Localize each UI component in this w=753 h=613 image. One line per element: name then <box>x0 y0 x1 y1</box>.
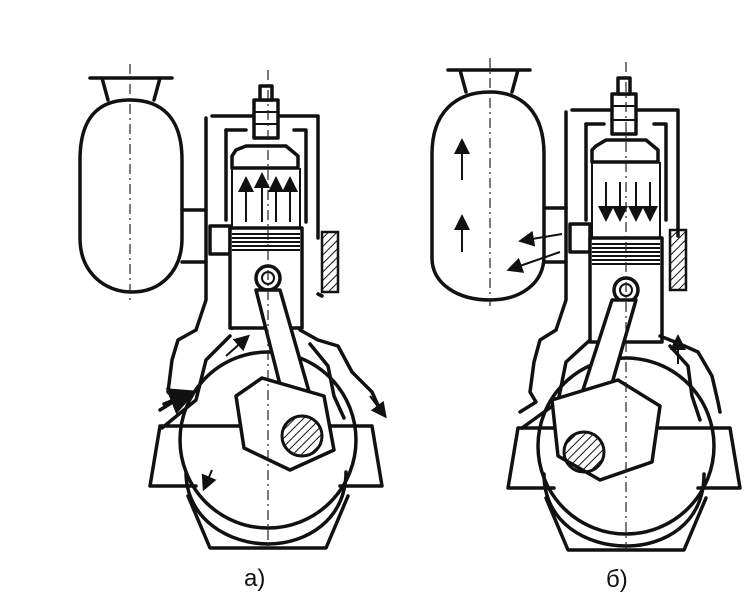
cylinder-block-a <box>194 84 340 332</box>
crankcase-a <box>148 70 387 550</box>
hatched-port-b <box>668 228 688 292</box>
tank-arrows-b <box>454 138 563 273</box>
crank-journal-b <box>562 430 606 474</box>
cylinder-block-b <box>554 76 688 332</box>
receiver-tank-b <box>430 58 568 306</box>
caption-a: a) <box>244 565 266 592</box>
crank-journal-a <box>280 414 324 458</box>
caption-b: б) <box>606 566 628 593</box>
receiver-tank-a <box>78 64 208 300</box>
intake-arrows-a <box>238 172 298 222</box>
hatched-port-a <box>320 230 340 294</box>
engine-b <box>430 58 742 552</box>
crankcase-b <box>506 62 742 552</box>
exhaust-arrows-b <box>598 182 658 222</box>
engine-a <box>78 64 387 550</box>
